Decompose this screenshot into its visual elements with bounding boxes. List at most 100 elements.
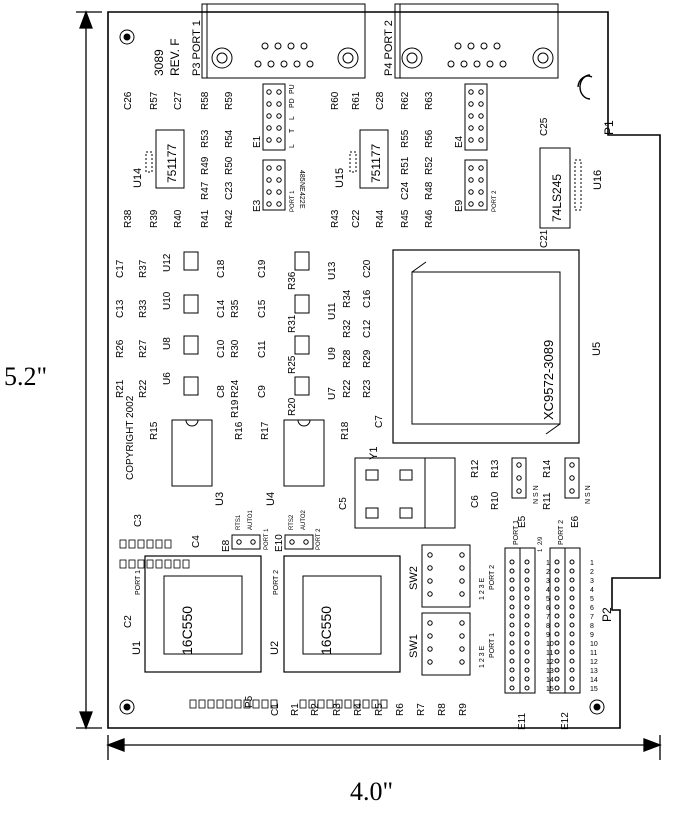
c28-label: C28 (375, 91, 386, 110)
header-pin (554, 676, 560, 682)
e1-label: E1 (252, 135, 263, 148)
c27-label: C27 (173, 91, 184, 110)
c4-label: C4 (191, 535, 202, 548)
u13-ref: U13 (327, 261, 338, 280)
c26-label: C26 (123, 91, 134, 110)
header-pin (524, 595, 530, 601)
header-pin (524, 685, 530, 691)
header-pin (509, 559, 515, 565)
c17-label: C17 (115, 259, 126, 278)
smd-pad (155, 559, 163, 569)
chip-u14: 751177 U14 (132, 129, 185, 189)
y1-label: Y1 (368, 447, 380, 460)
smd-pad (353, 699, 361, 709)
crystal-y1 (354, 457, 456, 529)
part-number: 3089 (152, 49, 166, 76)
jumper-e10 (284, 534, 314, 550)
u3-ref: U3 (214, 492, 226, 506)
c24-label: C24 (400, 181, 411, 200)
sw1-port: PORT 1 (489, 633, 496, 658)
header-pin (509, 667, 515, 673)
c15-label: C15 (257, 299, 268, 318)
e9-port-label: PORT 2 (492, 190, 498, 212)
header-pin (569, 631, 575, 637)
r13-label: R13 (490, 459, 501, 478)
e1-col-5: PU (289, 84, 296, 94)
header-row-number: 12 (590, 659, 598, 666)
r3-label: R3 (332, 703, 343, 716)
header-row-number: 6 (546, 605, 550, 612)
header-pin (509, 649, 515, 655)
connector-p3 (201, 3, 366, 79)
jumper-e3 (262, 159, 286, 211)
header-row-number: 6 (590, 605, 594, 612)
e12-label: E12 (560, 712, 571, 730)
auto1-label: AUTO1 (248, 509, 254, 530)
header-pin (509, 685, 515, 691)
e11-top-b: 2/9 (538, 536, 544, 545)
header-row-number: 2 (590, 569, 594, 576)
u1-part: 16C550 (179, 606, 195, 655)
header-pin (524, 676, 530, 682)
e11-port: PORT 1 (513, 520, 520, 545)
r23-label: R23 (362, 379, 373, 398)
header-pin (554, 595, 560, 601)
c3-label: C3 (133, 514, 144, 527)
header-pin (509, 640, 515, 646)
r62-label: R62 (400, 91, 411, 110)
e1-col-3: L (289, 116, 296, 120)
e6-label: E6 (570, 515, 581, 528)
r12-label: R12 (470, 459, 481, 478)
r22-label: R22 (138, 379, 149, 398)
c8-label: C8 (216, 385, 227, 398)
c6-label: C6 (470, 495, 481, 508)
header-pin (524, 631, 530, 637)
smd-pad (119, 539, 127, 549)
smd-pad (371, 699, 379, 709)
chip-u4 (283, 419, 325, 487)
chip-u3 (171, 419, 213, 487)
header-pin (569, 649, 575, 655)
header-row-number: 3 (590, 578, 594, 585)
header-pin (509, 595, 515, 601)
c11-label: C11 (257, 340, 268, 358)
r46-label: R46 (424, 209, 435, 228)
r26-label: R26 (115, 339, 126, 358)
switch-sw1 (421, 612, 471, 676)
header-pin (569, 685, 575, 691)
r37-label: R37 (138, 259, 149, 278)
header-row-number: 9 (590, 632, 594, 639)
e3-col-4: E (298, 204, 305, 209)
u14-part: 751177 (165, 144, 179, 183)
p5-label: P5 (244, 695, 255, 708)
sw1-positions: 1 2 3 E (479, 645, 486, 668)
jumper-e5 (511, 457, 527, 499)
r40-label: R40 (173, 209, 184, 228)
smd-pad (164, 559, 172, 569)
smd-pad (189, 699, 197, 709)
header-e12 (549, 547, 581, 694)
u7-ref: U7 (327, 387, 338, 400)
r56-label: R56 (424, 129, 435, 148)
header-row-number: 7 (546, 614, 550, 621)
smd-pad (146, 539, 154, 549)
r22b-label: R22 (342, 379, 353, 398)
p4-label: P4 PORT 2 (383, 20, 395, 76)
u16-ref: U16 (592, 170, 604, 190)
r31-label: R31 (287, 314, 298, 333)
header-row-number: 8 (546, 623, 550, 630)
header-pin (554, 577, 560, 583)
r50-label: R50 (224, 156, 235, 175)
e4-label: E4 (454, 135, 465, 148)
header-pin (554, 685, 560, 691)
r60-label: R60 (330, 91, 341, 110)
c1-label: C1 (270, 703, 281, 716)
header-pin (554, 658, 560, 664)
header-pin (554, 604, 560, 610)
r44-label: R44 (375, 209, 386, 228)
connector-p4 (394, 3, 559, 79)
switch-sw2 (421, 544, 471, 608)
header-pin (554, 568, 560, 574)
header-row-number: 12 (546, 659, 554, 666)
